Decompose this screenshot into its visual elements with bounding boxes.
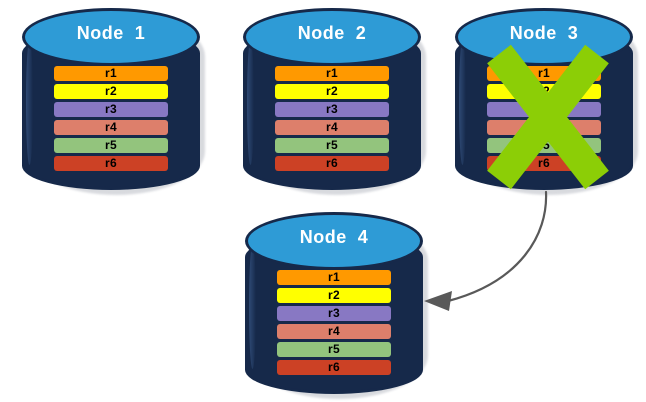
record-bar[interactable]: r4 bbox=[487, 120, 601, 135]
record-bar[interactable]: r5 bbox=[487, 138, 601, 153]
node-2-top-ellipse bbox=[243, 8, 421, 66]
record-bar[interactable]: r1 bbox=[275, 66, 389, 81]
record-bar[interactable]: r6 bbox=[277, 360, 391, 375]
node-4[interactable]: Node 4 r1 r2 r3 r4 r5 r6 bbox=[245, 212, 428, 399]
record-bar[interactable]: r1 bbox=[54, 66, 168, 81]
node-4-records: r1 r2 r3 r4 r5 r6 bbox=[277, 270, 391, 375]
record-bar[interactable]: r3 bbox=[487, 102, 601, 117]
record-bar[interactable]: r2 bbox=[487, 84, 601, 99]
record-bar[interactable]: r1 bbox=[277, 270, 391, 285]
node-1-label: Node 1 bbox=[76, 23, 146, 43]
node-3-label: Node 3 bbox=[509, 23, 579, 43]
arrow-line bbox=[446, 190, 548, 303]
node-1[interactable]: Node 1 r1 r2 r3 r4 r5 r6 bbox=[22, 8, 205, 195]
node-1-records: r1 r2 r3 r4 r5 r6 bbox=[54, 66, 168, 171]
record-bar[interactable]: r6 bbox=[275, 156, 389, 171]
record-bar[interactable]: r2 bbox=[277, 288, 391, 303]
record-bar[interactable]: r4 bbox=[54, 120, 168, 135]
record-bar[interactable]: r2 bbox=[275, 84, 389, 99]
node-2[interactable]: Node 2 r1 r2 r3 r4 r5 r6 bbox=[243, 8, 426, 195]
node-3-records: r1 r2 r3 r4 r5 r6 bbox=[487, 66, 601, 171]
record-bar[interactable]: r3 bbox=[275, 102, 389, 117]
record-bar[interactable]: r3 bbox=[277, 306, 391, 321]
record-bar[interactable]: r5 bbox=[275, 138, 389, 153]
record-bar[interactable]: r2 bbox=[54, 84, 168, 99]
record-bar[interactable]: r4 bbox=[277, 324, 391, 339]
node-3[interactable]: Node 3 r1 r2 r3 r4 r5 r6 bbox=[455, 8, 638, 195]
node-4-top-ellipse bbox=[245, 212, 423, 270]
record-bar[interactable]: r5 bbox=[277, 342, 391, 357]
node-4-label: Node 4 bbox=[299, 227, 369, 247]
record-bar[interactable]: r3 bbox=[54, 102, 168, 117]
record-bar[interactable]: r6 bbox=[487, 156, 601, 171]
record-bar[interactable]: r4 bbox=[275, 120, 389, 135]
node-1-top-ellipse bbox=[22, 8, 200, 66]
node-2-records: r1 r2 r3 r4 r5 r6 bbox=[275, 66, 389, 171]
record-bar[interactable]: r1 bbox=[487, 66, 601, 81]
node-2-label: Node 2 bbox=[297, 23, 367, 43]
record-bar[interactable]: r6 bbox=[54, 156, 168, 171]
arrow-head-icon bbox=[424, 291, 452, 311]
record-bar[interactable]: r5 bbox=[54, 138, 168, 153]
